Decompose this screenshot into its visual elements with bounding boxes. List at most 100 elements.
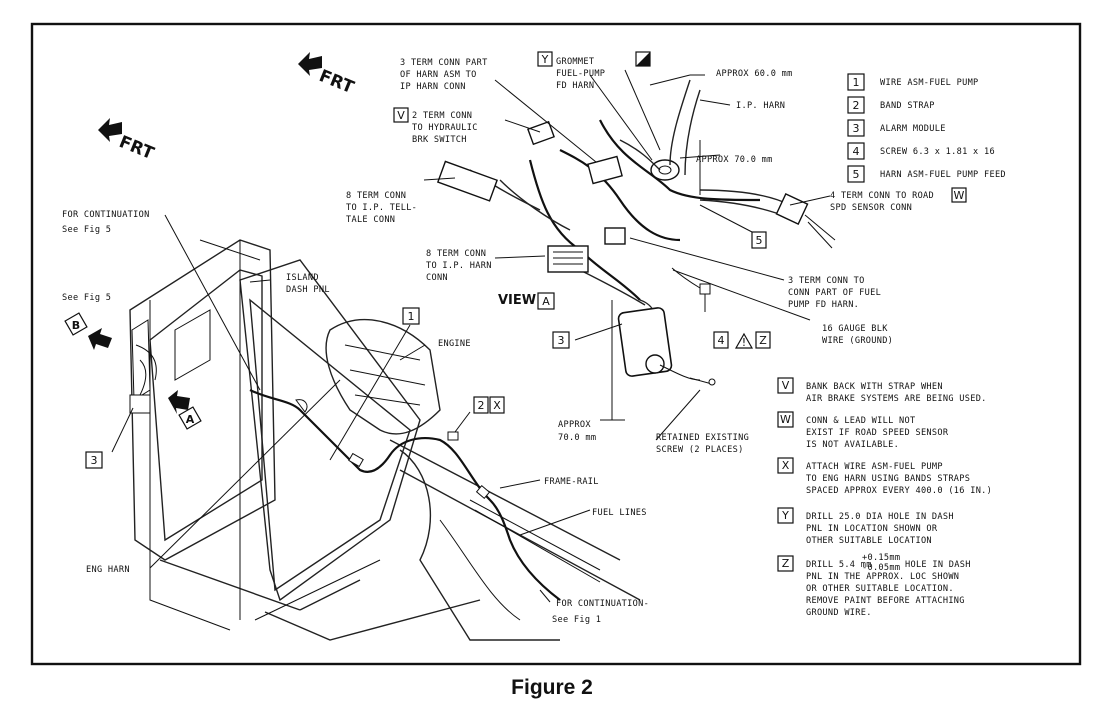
note-line: CONN & LEAD WILL NOT	[806, 416, 915, 426]
frt-top-label: FRT	[316, 66, 357, 98]
svg-text:!: !	[742, 336, 746, 349]
note-line: DRILL 5.4 mm	[806, 560, 872, 570]
view-a-label: VIEW	[498, 293, 536, 308]
callout-4-screw: 4 ! Z	[713, 331, 771, 349]
retained-label-l1: RETAINED EXISTING	[656, 433, 749, 443]
three-term-part-label-l1: 3 TERM CONN PART	[400, 58, 488, 68]
note-y: Y DRILL 25.0 DIA HOLE IN DASH PNL IN LOCAT…	[777, 507, 954, 546]
three-term-fuel-label-l3: PUMP FD HARN.	[788, 300, 859, 310]
svg-text:A: A	[542, 295, 550, 308]
fuel-pump-wire-harness	[249, 389, 561, 601]
legend-number: 1	[853, 76, 860, 89]
alarm-module	[617, 299, 716, 386]
svg-text:W: W	[954, 189, 965, 202]
legend-number: 3	[853, 122, 860, 135]
note-tol-plus: +0.15mm	[862, 553, 900, 563]
four-term-label-l2: SPD SENSOR CONN	[830, 203, 912, 213]
eight-term-tell-label-l3: TALE CONN	[346, 215, 395, 225]
eight-term-ip-label-l2: TO I.P. HARN	[426, 261, 492, 271]
retained-label-l2: SCREW (2 PLACES)	[656, 445, 744, 455]
svg-text:3: 3	[91, 454, 98, 467]
legend-number: 2	[853, 99, 860, 112]
callout-v-brake: V	[393, 107, 409, 123]
note-key: V	[782, 379, 790, 392]
note-line: AIR BRAKE SYSTEMS ARE BEING USED.	[806, 394, 987, 404]
note-v: V BANK BACK WITH STRAP WHEN AIR BRAKE SYST…	[777, 377, 987, 404]
note-key-box	[777, 457, 794, 474]
note-key: Z	[782, 557, 790, 570]
callout-a-view: A	[537, 292, 555, 310]
two-term-label-l2: TO HYDRAULIC	[412, 123, 478, 133]
gauge-blk-label-l1: 16 GAUGE BLK	[822, 324, 888, 334]
see-fig5-label: See Fig 5	[62, 293, 111, 303]
grommet-label-l1: GROMMET	[556, 57, 594, 67]
callout-a-small: A	[178, 406, 202, 430]
legend-number-box	[847, 142, 865, 160]
note-line: GROUND WIRE.	[806, 608, 872, 618]
frt-left-label: FRT	[116, 132, 157, 164]
eight-term-tell-label-l1: 8 TERM CONN	[346, 191, 406, 201]
for-cont-top-label-l1: FOR CONTINUATION	[62, 210, 150, 220]
note-line: HOLE IN DASH	[905, 560, 971, 570]
note-line: OR OTHER SUITABLE LOCATION.	[806, 584, 954, 594]
eight-term-tell-label-l2: TO I.P. TELL-	[346, 203, 417, 213]
svg-text:Y: Y	[541, 53, 549, 66]
svg-text:Z: Z	[759, 334, 767, 347]
dash-panel-structure	[129, 239, 481, 641]
part-labels: 3 TERM CONN PART OF HARN ASM TO IP HARN …	[62, 57, 934, 625]
legend-text: SCREW 6.3 x 1.81 x 16	[880, 147, 995, 157]
note-line: DRILL 25.0 DIA HOLE IN DASH	[806, 512, 954, 522]
note-line: EXIST IF ROAD SPEED SENSOR	[806, 428, 949, 438]
leader-lines	[111, 69, 831, 603]
note-key: Y	[781, 509, 789, 522]
note-line: TO ENG HARN USING BANDS STRAPS	[806, 474, 970, 484]
callout-5-harness: 5	[751, 231, 767, 249]
note-line: BANK BACK WITH STRAP WHEN	[806, 382, 943, 392]
callout-y-grommet: Y	[537, 51, 553, 67]
grommet-label-l3: FD HARN	[556, 81, 594, 91]
approx-60-label: APPROX 60.0 mm	[716, 69, 793, 79]
grommet-label-l2: FUEL-PUMP	[556, 69, 605, 79]
note-key-box	[777, 507, 794, 524]
callout-boxes: Y V W 5 A 3 4 !	[64, 51, 967, 469]
three-term-part-label-l2: OF HARN ASM TO	[400, 70, 477, 80]
note-line: OTHER SUITABLE LOCATION	[806, 536, 932, 546]
legend-number-box	[847, 73, 865, 91]
legend-text: WIRE ASM-FUEL PUMP	[880, 78, 979, 88]
front-arrow-top: FRT	[298, 52, 357, 98]
note-line: ATTACH WIRE ASM-FUEL PUMP	[806, 462, 943, 472]
ip-harn-label: I.P. HARN	[736, 101, 785, 111]
note-line: PNL IN THE APPROX. LOC SHOWN	[806, 572, 959, 582]
legend-number: 4	[853, 145, 860, 158]
three-term-fuel-label-l1: 3 TERM CONN TO	[788, 276, 865, 286]
three-term-part-label-l3: IP HARN CONN	[400, 82, 466, 92]
legend-number: 5	[853, 168, 860, 181]
legend-item: 4 SCREW 6.3 x 1.81 x 16	[847, 142, 995, 160]
island-dash-label-l1: ISLAND	[286, 273, 319, 283]
callout-3-left: 3	[85, 451, 103, 469]
callout-3-alarm: 3	[552, 331, 570, 349]
note-key-box	[777, 555, 794, 572]
svg-text:4: 4	[718, 334, 725, 347]
eng-harn-label: ENG HARN	[86, 565, 130, 575]
legend-number-box	[847, 96, 865, 114]
figure-frame	[30, 22, 1082, 666]
approx-70-low-label-l2: 70.0 mm	[558, 433, 596, 443]
installation-notes: V BANK BACK WITH STRAP WHEN AIR BRAKE SYST…	[777, 377, 992, 618]
note-line: IS NOT AVAILABLE.	[806, 440, 899, 450]
for-cont-top-label-l2: See Fig 5	[62, 225, 111, 235]
svg-text:B: B	[72, 319, 80, 332]
svg-text:1: 1	[408, 310, 415, 323]
note-tol-minus: -0.05mm	[862, 563, 900, 573]
note-line: PNL IN LOCATION SHOWN OR	[806, 524, 938, 534]
svg-text:3: 3	[558, 334, 565, 347]
note-z: Z DRILL 5.4 mm+0.15mm-0.05mm HOLE IN DASH P…	[777, 553, 971, 618]
for-cont-bottom-label-l1: FOR CONTINUATION-	[556, 599, 649, 609]
left-detail-cluster	[88, 319, 190, 414]
eight-term-ip-label-l1: 8 TERM CONN	[426, 249, 486, 259]
